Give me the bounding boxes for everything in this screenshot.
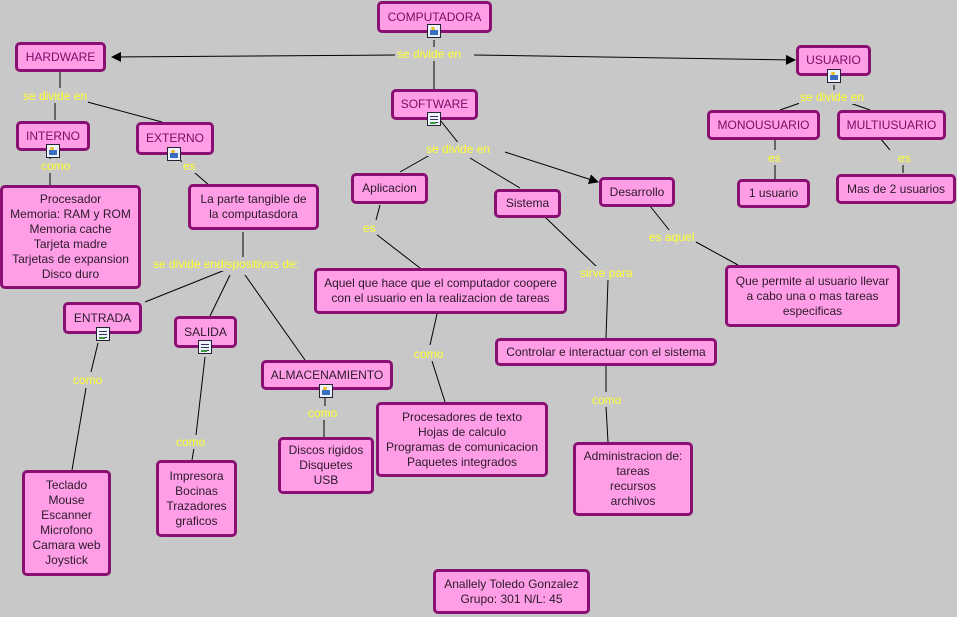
node-author[interactable]: Anallely Toledo Gonzalez Grupo: 301 N/L:…: [433, 569, 590, 614]
node-almacenamiento-label: ALMACENAMIENTO: [270, 367, 384, 382]
node-salida-label: SALIDA: [184, 324, 227, 339]
document-icon[interactable]: [198, 340, 212, 354]
link-label-sistema-como: como: [591, 393, 623, 407]
node-interno-label: INTERNO: [26, 128, 80, 143]
node-aplicacion[interactable]: Aplicacion: [351, 173, 428, 204]
link-label-salida-como: como: [175, 435, 207, 449]
node-aplicacion-items[interactable]: Procesadores de texto Hojas de calculo P…: [376, 402, 548, 477]
node-entrada-items[interactable]: Teclado Mouse Escanner Microfono Camara …: [22, 470, 111, 576]
node-multiusuario-label: MULTIUSUARIO: [846, 117, 937, 132]
node-sistema-desc[interactable]: Controlar e interactuar con el sistema: [495, 338, 717, 366]
node-aplicacion-label: Aplicacion: [362, 181, 417, 195]
link-label-aplicacion-como: como: [413, 347, 445, 361]
link-label-aplicacion-es: es: [362, 221, 377, 235]
node-usuario-label: USUARIO: [806, 53, 861, 67]
node-sistema[interactable]: Sistema: [494, 189, 561, 218]
node-desarrollo-desc[interactable]: Que permite al usuario llevar a cabo una…: [725, 265, 900, 327]
node-externo[interactable]: EXTERNO: [136, 122, 214, 155]
node-entrada-items-text: Teclado Mouse Escanner Microfono Camara …: [32, 478, 101, 567]
node-externo-desc-text: La parte tangible de la computasdora: [200, 192, 307, 221]
node-hardware-label: HARDWARE: [25, 49, 96, 64]
document-icon[interactable]: [96, 327, 110, 341]
node-aplicacion-items-text: Procesadores de texto Hojas de calculo P…: [385, 409, 539, 469]
node-almacenamiento-items-text: Discos rigidos Disquetes USB: [288, 443, 364, 487]
node-entrada-label: ENTRADA: [73, 310, 132, 325]
node-salida-items-text: Impresora Bocinas Trazadores graficos: [166, 468, 227, 528]
node-desarrollo[interactable]: Desarrollo: [599, 177, 675, 207]
node-author-text: Anallely Toledo Gonzalez Grupo: 301 N/L:…: [444, 576, 579, 606]
image-icon[interactable]: [427, 24, 441, 38]
node-computadora-label: COMPUTADORA: [387, 9, 482, 24]
node-hardware[interactable]: HARDWARE: [15, 42, 106, 72]
node-multiusuario[interactable]: MULTIUSUARIO: [837, 110, 946, 140]
node-externo-desc[interactable]: La parte tangible de la computasdora: [188, 184, 319, 230]
node-interno-items[interactable]: Procesador Memoria: RAM y ROM Memoria ca…: [0, 185, 141, 289]
image-icon[interactable]: [46, 144, 60, 158]
node-sistema-items[interactable]: Administracion de: tareas recursos archi…: [573, 442, 693, 516]
node-salida-items[interactable]: Impresora Bocinas Trazadores graficos: [156, 460, 237, 537]
link-label-computadora: se divide en: [396, 47, 463, 61]
node-computadora[interactable]: COMPUTADORA: [377, 1, 492, 33]
link-label-usuario: se divide en: [799, 90, 866, 104]
node-software-label: SOFTWARE: [400, 97, 469, 111]
image-icon[interactable]: [319, 384, 333, 398]
node-interno-items-text: Procesador Memoria: RAM y ROM Memoria ca…: [10, 192, 131, 281]
image-icon[interactable]: [167, 147, 181, 161]
link-label-sistema-sirve-para: sirve para: [579, 266, 634, 280]
link-label-desarrollo-es-aquel: es aquel: [648, 230, 696, 244]
node-mono-desc[interactable]: 1 usuario: [737, 179, 810, 208]
link-label-software: se divide en: [425, 142, 492, 156]
node-multi-desc[interactable]: Mas de 2 usuarios: [836, 174, 956, 204]
node-desarrollo-label: Desarrollo: [609, 184, 665, 199]
node-mono-desc-text: 1 usuario: [748, 186, 799, 200]
link-label-interno-como: como: [40, 159, 72, 173]
link-label-mono-es: es: [767, 151, 782, 165]
link-label-hardware: se divide en: [22, 89, 89, 103]
node-aplicacion-desc-text: Aquel que hace que el computador coopere…: [324, 276, 557, 305]
document-icon[interactable]: [427, 112, 441, 126]
node-externo-label: EXTERNO: [145, 131, 204, 145]
node-multi-desc-text: Mas de 2 usuarios: [846, 181, 946, 196]
image-icon[interactable]: [827, 69, 841, 83]
node-monousuario-label: MONOUSUARIO: [717, 117, 810, 132]
node-almacenamiento-items[interactable]: Discos rigidos Disquetes USB: [278, 437, 374, 494]
link-label-entrada-como: como: [72, 373, 104, 387]
node-sistema-items-text: Administracion de: tareas recursos archi…: [583, 449, 683, 508]
node-desarrollo-desc-text: Que permite al usuario llevar a cabo una…: [735, 273, 890, 318]
link-label-multi-es: es: [897, 151, 912, 165]
node-sistema-label: Sistema: [505, 196, 550, 210]
link-label-externo-dispositivos: se divide endispositivos de:: [152, 257, 301, 271]
node-aplicacion-desc[interactable]: Aquel que hace que el computador coopere…: [314, 268, 567, 314]
link-label-almacenamiento-como: como: [307, 406, 339, 420]
link-label-externo-es: es: [182, 159, 197, 173]
node-sistema-desc-text: Controlar e interactuar con el sistema: [506, 344, 706, 359]
node-monousuario[interactable]: MONOUSUARIO: [707, 110, 820, 140]
